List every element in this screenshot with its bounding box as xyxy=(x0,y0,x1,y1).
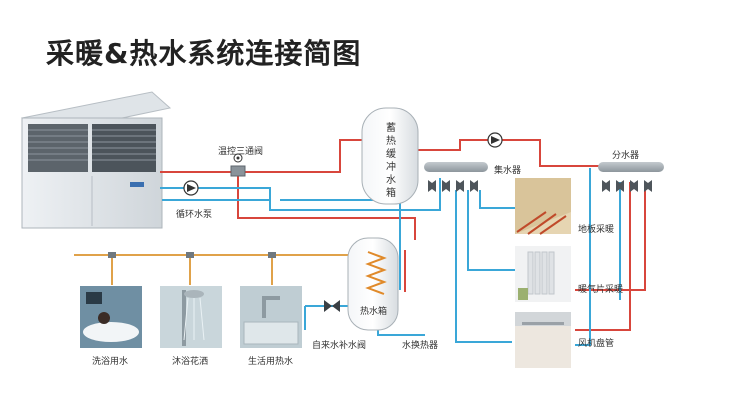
make-up-valve-label: 自来水补水阀 xyxy=(312,341,367,351)
diagram-title: 采暖&热水系统连接简图 xyxy=(46,37,362,70)
radiator-label: 暖气片采暖 xyxy=(578,285,624,295)
collector-pump-icon xyxy=(487,132,503,148)
water-distributor-manifold xyxy=(598,162,664,192)
buffer-tank xyxy=(361,107,419,205)
water-collector-label: 集水器 xyxy=(494,166,522,176)
heat-pump-unit xyxy=(20,91,172,229)
buffer-tank-label: 蓄热缓冲水箱 xyxy=(386,123,396,199)
hot-water-tank-label: 热水箱 xyxy=(360,307,388,317)
water-collector-manifold xyxy=(424,162,488,192)
radiator-image xyxy=(515,246,571,302)
fan-coil-label: 风机盘管 xyxy=(578,339,615,349)
shower-label: 沐浴花洒 xyxy=(172,357,209,367)
bath-label: 洗浴用水 xyxy=(92,357,129,367)
hot-water-tank xyxy=(347,237,399,331)
domestic-hot-water-image xyxy=(240,286,302,348)
three-way-valve-label: 温控三通阀 xyxy=(218,147,264,157)
shower-image xyxy=(160,286,222,348)
supply-taps xyxy=(108,252,276,258)
heat-exchanger-label: 水换热器 xyxy=(402,341,439,351)
water-distributor-label: 分水器 xyxy=(612,151,640,161)
heat-exchanger-coil xyxy=(365,251,387,295)
domestic-supply-pipe xyxy=(74,254,350,285)
circulation-pump-icon xyxy=(183,180,199,196)
floor-heating-image xyxy=(515,178,571,235)
circulation-pump-label: 循环水泵 xyxy=(176,210,213,220)
make-up-water-valve xyxy=(324,300,340,312)
bath-image xyxy=(80,286,142,348)
three-way-valve xyxy=(230,153,246,177)
domestic-hot-water-label: 生活用热水 xyxy=(248,357,294,367)
floor-heating-label: 地板采暖 xyxy=(578,225,615,235)
fan-coil-image xyxy=(515,312,571,368)
